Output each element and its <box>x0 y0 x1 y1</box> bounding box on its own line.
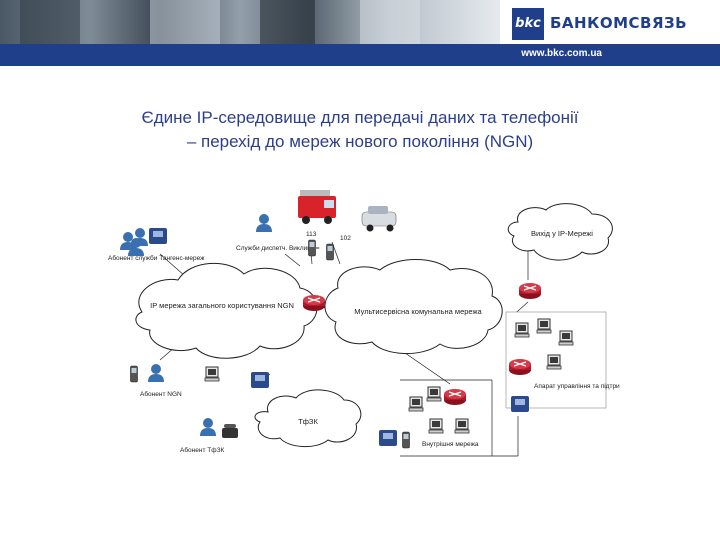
brand-logo-icon[interactable]: bkc <box>512 8 544 40</box>
site-url-link[interactable]: www.bkc.com.ua <box>521 48 602 59</box>
label-102: 102 <box>340 235 351 242</box>
slide-title-line-1: Єдине IP-середовище для передачі даних т… <box>141 108 579 127</box>
slide-title-line-2: – перехід до мереж нового покоління (NGN… <box>186 132 534 151</box>
router-icon <box>518 282 542 300</box>
header-blue-bar <box>0 44 720 66</box>
computer-icon <box>204 366 220 382</box>
ip-phone-icon <box>149 228 167 244</box>
computer-icon <box>428 418 444 434</box>
desk-phone-icon <box>222 424 238 438</box>
computer-icon <box>426 386 442 402</box>
network-diagram: IP мережа загального користування NGN Му… <box>108 190 620 457</box>
person-icon <box>256 214 272 232</box>
cloud-ngn <box>135 262 318 359</box>
cloud-ngn-label: IP мережа загального користування NGN <box>150 301 294 310</box>
router-icon <box>302 294 326 312</box>
brand-name: БАНКОМСВЯЗЬ <box>550 14 688 32</box>
computer-icon <box>454 418 470 434</box>
label-pstn-subscriber: Абонент ТфЗК <box>180 446 224 454</box>
ip-phone-icon <box>251 372 269 388</box>
mobile-phone-icon <box>402 431 410 449</box>
cloud-multiservice <box>324 259 503 355</box>
mobile-phone-icon <box>326 243 334 261</box>
router-icon <box>443 388 467 406</box>
computer-icon <box>558 330 574 346</box>
router-icon <box>508 358 532 376</box>
label-internal-net: Внутрішня мережа <box>422 440 479 448</box>
label-mgk-admin: Апарат управління та підтримки МЗК <box>534 382 620 390</box>
person-icon <box>148 364 164 382</box>
cloud-pstn-label: ТфЗК <box>298 417 318 426</box>
cloud-external-label: Вихід у IP-Мережі <box>531 229 593 238</box>
fire-truck-icon <box>298 190 336 224</box>
computer-icon <box>408 396 424 412</box>
label-113: 113 <box>306 231 317 238</box>
computer-icon <box>536 318 552 334</box>
person-icon <box>200 418 216 436</box>
computer-icon <box>546 354 562 370</box>
mobile-phone-icon <box>130 365 138 383</box>
mobile-phone-icon <box>308 239 316 257</box>
slide-title: Єдине IP-середовище для передачі даних т… <box>0 106 720 154</box>
label-emergency: Служби диспетч. Виклик == <box>236 244 320 252</box>
ip-phone-icon <box>511 396 529 412</box>
header-banner: bkc БАНКОМСВЯЗЬ www.bkc.com.ua <box>0 0 720 66</box>
ip-phone-icon <box>379 430 397 446</box>
label-operators: Абонент служби Тангенс-мереж <box>108 254 205 262</box>
cloud-pstn <box>254 389 362 447</box>
cloud-multiservice-label: Мультисервісна комунальна мережа <box>354 307 482 316</box>
label-ngn-subscriber: Абонент NGN <box>140 390 182 398</box>
computer-icon <box>514 322 530 338</box>
police-car-icon <box>361 206 397 232</box>
cloud-external <box>507 203 613 261</box>
